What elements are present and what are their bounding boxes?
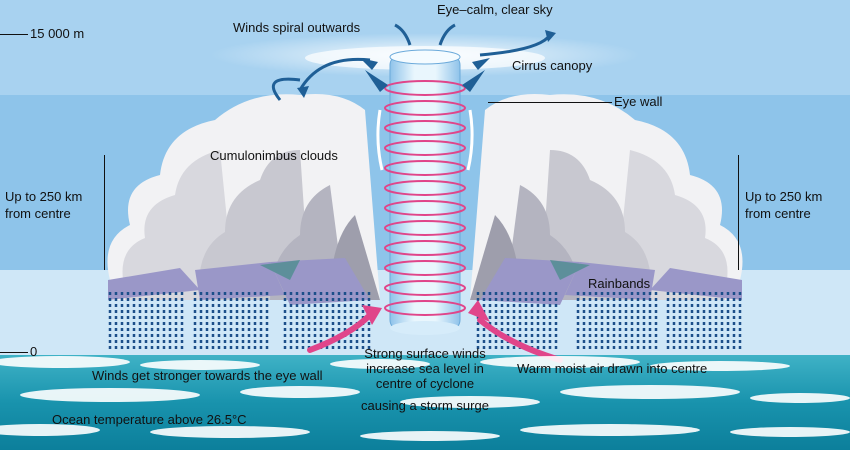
- foam-patch: [150, 426, 310, 438]
- altitude-tick-top: [0, 34, 28, 35]
- range-right-line2: from centre: [745, 206, 811, 221]
- spiral-ring: [384, 120, 466, 136]
- eye-wall-streak-left: [376, 109, 384, 171]
- arrow-tip-left: [360, 58, 378, 70]
- spiral-ring: [384, 260, 466, 276]
- spiral-ring: [384, 300, 466, 316]
- spiral-ring: [384, 140, 466, 156]
- cumulonimbus-label: Cumulonimbus clouds: [210, 148, 338, 163]
- altitude-bottom-label: 0: [30, 344, 38, 359]
- winds-spiral-label: Winds spiral outwards: [233, 20, 361, 35]
- rainband-teal-left: [260, 260, 300, 280]
- range-left-line2: from centre: [5, 206, 71, 221]
- arrow-tip-right: [472, 58, 490, 70]
- foam-patch: [360, 431, 500, 441]
- spiral-ring: [384, 220, 466, 236]
- rainbands-label: Rainbands: [588, 276, 651, 291]
- range-right-bar: [738, 155, 739, 270]
- surface-line3: centre of cyclone: [375, 376, 475, 391]
- eye-label: Eye–calm, clear sky: [437, 2, 553, 17]
- foam-patch: [750, 393, 850, 403]
- range-left-line1: Up to 250 km: [5, 189, 83, 204]
- foam-patch: [520, 424, 700, 436]
- foam-patch: [480, 356, 640, 368]
- foam-patch: [650, 361, 790, 371]
- foam-patch: [240, 386, 360, 398]
- spiral-ring: [384, 280, 466, 296]
- eye-top: [389, 49, 461, 65]
- foam-patch: [140, 360, 260, 370]
- foam-patch: [0, 424, 100, 436]
- foam-patch: [400, 396, 540, 408]
- foam-patch: [560, 385, 740, 399]
- ocean-temp-label: Ocean temperature above 26.5°C: [52, 412, 247, 427]
- surface-line4: causing a storm surge: [361, 398, 489, 413]
- eye-wall-leader: [488, 102, 612, 103]
- range-left-bar: [104, 155, 105, 270]
- inflow-arrowheads: [362, 300, 490, 325]
- spiral-ring: [384, 240, 466, 256]
- surface-line2: increase sea level in: [366, 361, 484, 376]
- foam-patch: [0, 356, 130, 368]
- warm-air-label: Warm moist air drawn into centre: [517, 361, 708, 376]
- winds-stronger-label: Winds get stronger towards the eye wall: [92, 368, 323, 383]
- rainband-teal-right: [550, 260, 590, 280]
- foam-patch: [20, 388, 200, 402]
- foam-patch: [730, 427, 850, 437]
- altitude-top-label: 15 000 m: [30, 26, 85, 41]
- range-right-line1: Up to 250 km: [745, 189, 823, 204]
- outflow-arrowheads: [297, 30, 556, 98]
- eye-column: [389, 54, 461, 331]
- foam-patch: [330, 359, 430, 369]
- spiral-ring: [384, 160, 466, 176]
- ocean-foam: [0, 356, 850, 441]
- surface-line1: Strong surface winds: [364, 346, 486, 361]
- eye-wall-label: Eye wall: [614, 94, 663, 109]
- eye-wall-streak-right: [466, 109, 474, 171]
- spiral-ring: [384, 200, 466, 216]
- spiral-ring: [384, 180, 466, 196]
- spiral-ring: [384, 80, 466, 96]
- eye-base: [390, 321, 460, 335]
- cirrus-canopy-label: Cirrus canopy: [512, 58, 593, 73]
- altitude-tick-bottom: [0, 352, 28, 353]
- spiral-ring: [384, 100, 466, 116]
- spiral-winds: [384, 80, 466, 316]
